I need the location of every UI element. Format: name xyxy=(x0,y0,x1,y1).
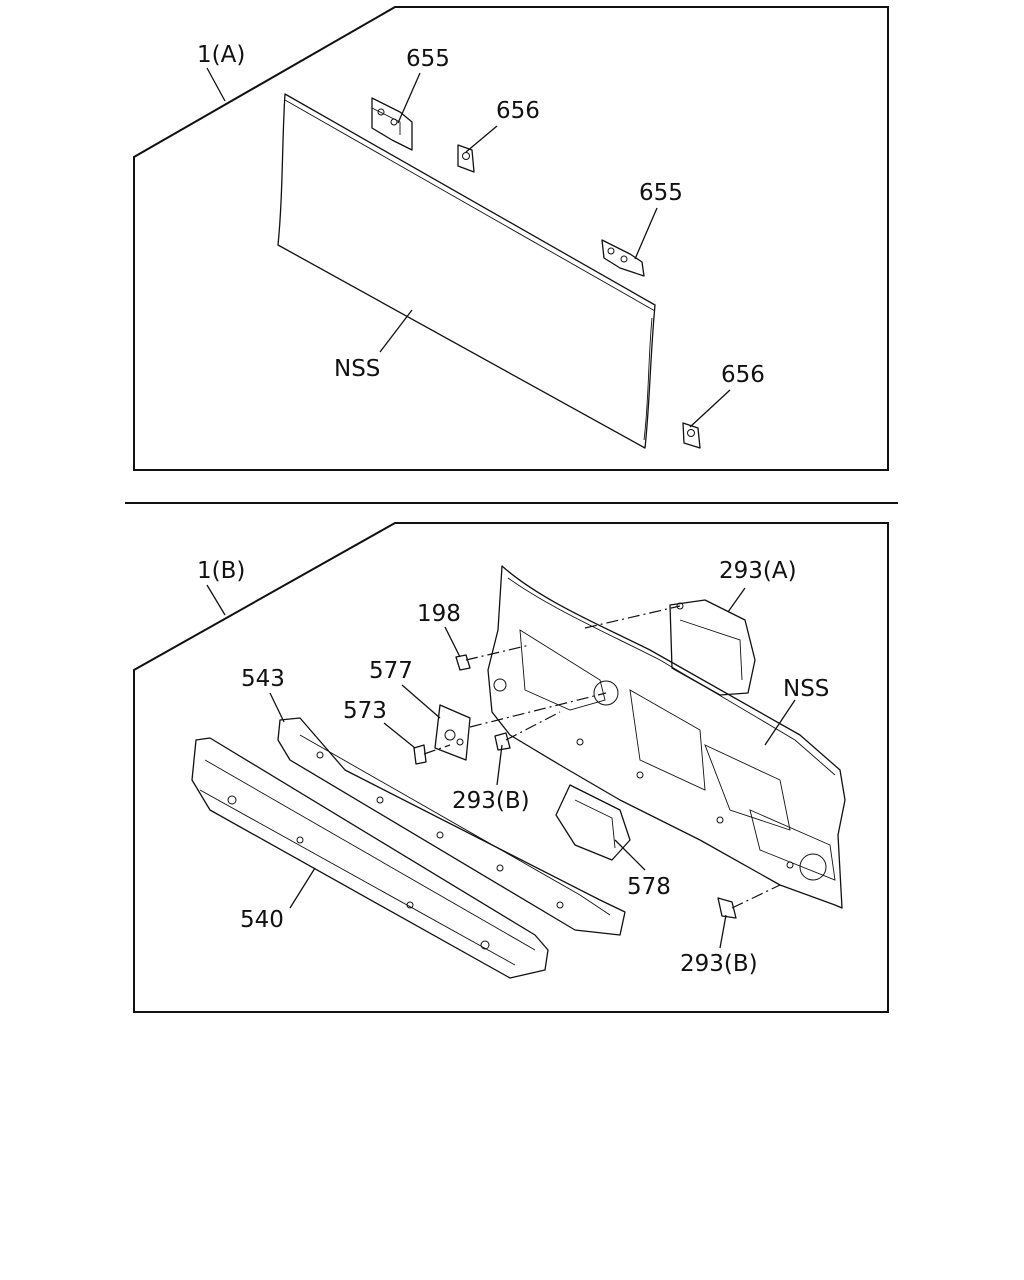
leader-656-upper xyxy=(465,125,498,153)
label-655-upper: 655 xyxy=(406,46,450,72)
leader-656-lower xyxy=(689,389,731,428)
leader-577 xyxy=(401,684,441,719)
panel-a-frame xyxy=(133,6,889,471)
label-1b: 1(B) xyxy=(197,558,245,584)
label-nss-a: NSS xyxy=(334,356,380,382)
reference-line-293b-lower xyxy=(731,884,781,909)
clip-293b-lower xyxy=(717,897,737,919)
leader-198 xyxy=(444,626,461,658)
reference-line-198 xyxy=(465,644,531,661)
reference-line-577 xyxy=(469,692,607,728)
clip-656-upper xyxy=(457,144,475,173)
label-578: 578 xyxy=(627,874,671,900)
leader-293b-upper xyxy=(496,744,503,786)
reference-line-573 xyxy=(423,744,451,755)
label-656-upper: 656 xyxy=(496,98,540,124)
label-656-lower: 656 xyxy=(721,362,765,388)
label-nss-b: NSS xyxy=(783,676,829,702)
leader-1a xyxy=(206,67,226,102)
label-540: 540 xyxy=(240,907,284,933)
label-655-lower: 655 xyxy=(639,180,683,206)
nut-198 xyxy=(455,654,471,671)
panel-b-frame xyxy=(133,522,889,1013)
label-577: 577 xyxy=(369,658,413,684)
reference-line-293b-upper xyxy=(505,711,561,741)
nss-dash-panel xyxy=(487,565,846,909)
cover-293a xyxy=(669,599,756,696)
label-293b-upper: 293(B) xyxy=(452,788,530,814)
leader-1b xyxy=(206,584,226,616)
leader-293a xyxy=(727,587,746,613)
leader-543 xyxy=(269,692,285,723)
leader-655-upper xyxy=(397,72,421,124)
leader-655-lower xyxy=(634,207,658,260)
label-198: 198 xyxy=(417,601,461,627)
label-293b-lower: 293(B) xyxy=(680,951,758,977)
nss-panel-sheet xyxy=(277,93,656,449)
member-540 xyxy=(191,737,549,979)
diagram-panel-a: 1(A) 655 656 655 NSS 656 xyxy=(133,6,889,471)
clip-656-lower xyxy=(682,422,701,449)
leader-nss-a xyxy=(379,309,413,353)
leader-293b-lower xyxy=(719,914,727,949)
member-543 xyxy=(277,717,626,936)
label-573: 573 xyxy=(343,698,387,724)
clip-573 xyxy=(413,744,427,765)
leader-578 xyxy=(614,839,646,871)
clip-293b-upper xyxy=(494,732,511,751)
label-1a: 1(A) xyxy=(197,42,245,68)
leader-nss-b xyxy=(764,699,796,746)
bracket-655-upper xyxy=(371,97,413,151)
bracket-655-lower xyxy=(601,239,645,277)
reference-line-293a xyxy=(584,605,681,629)
label-543: 543 xyxy=(241,666,285,692)
cover-578 xyxy=(555,784,631,861)
diagram-panel-b: 1(B) 293(A) 198 577 543 573 NSS 293(B) 5… xyxy=(133,522,889,1013)
plate-577 xyxy=(434,704,471,761)
leader-573 xyxy=(383,722,416,749)
label-293a: 293(A) xyxy=(719,558,797,584)
leader-540 xyxy=(289,867,316,909)
